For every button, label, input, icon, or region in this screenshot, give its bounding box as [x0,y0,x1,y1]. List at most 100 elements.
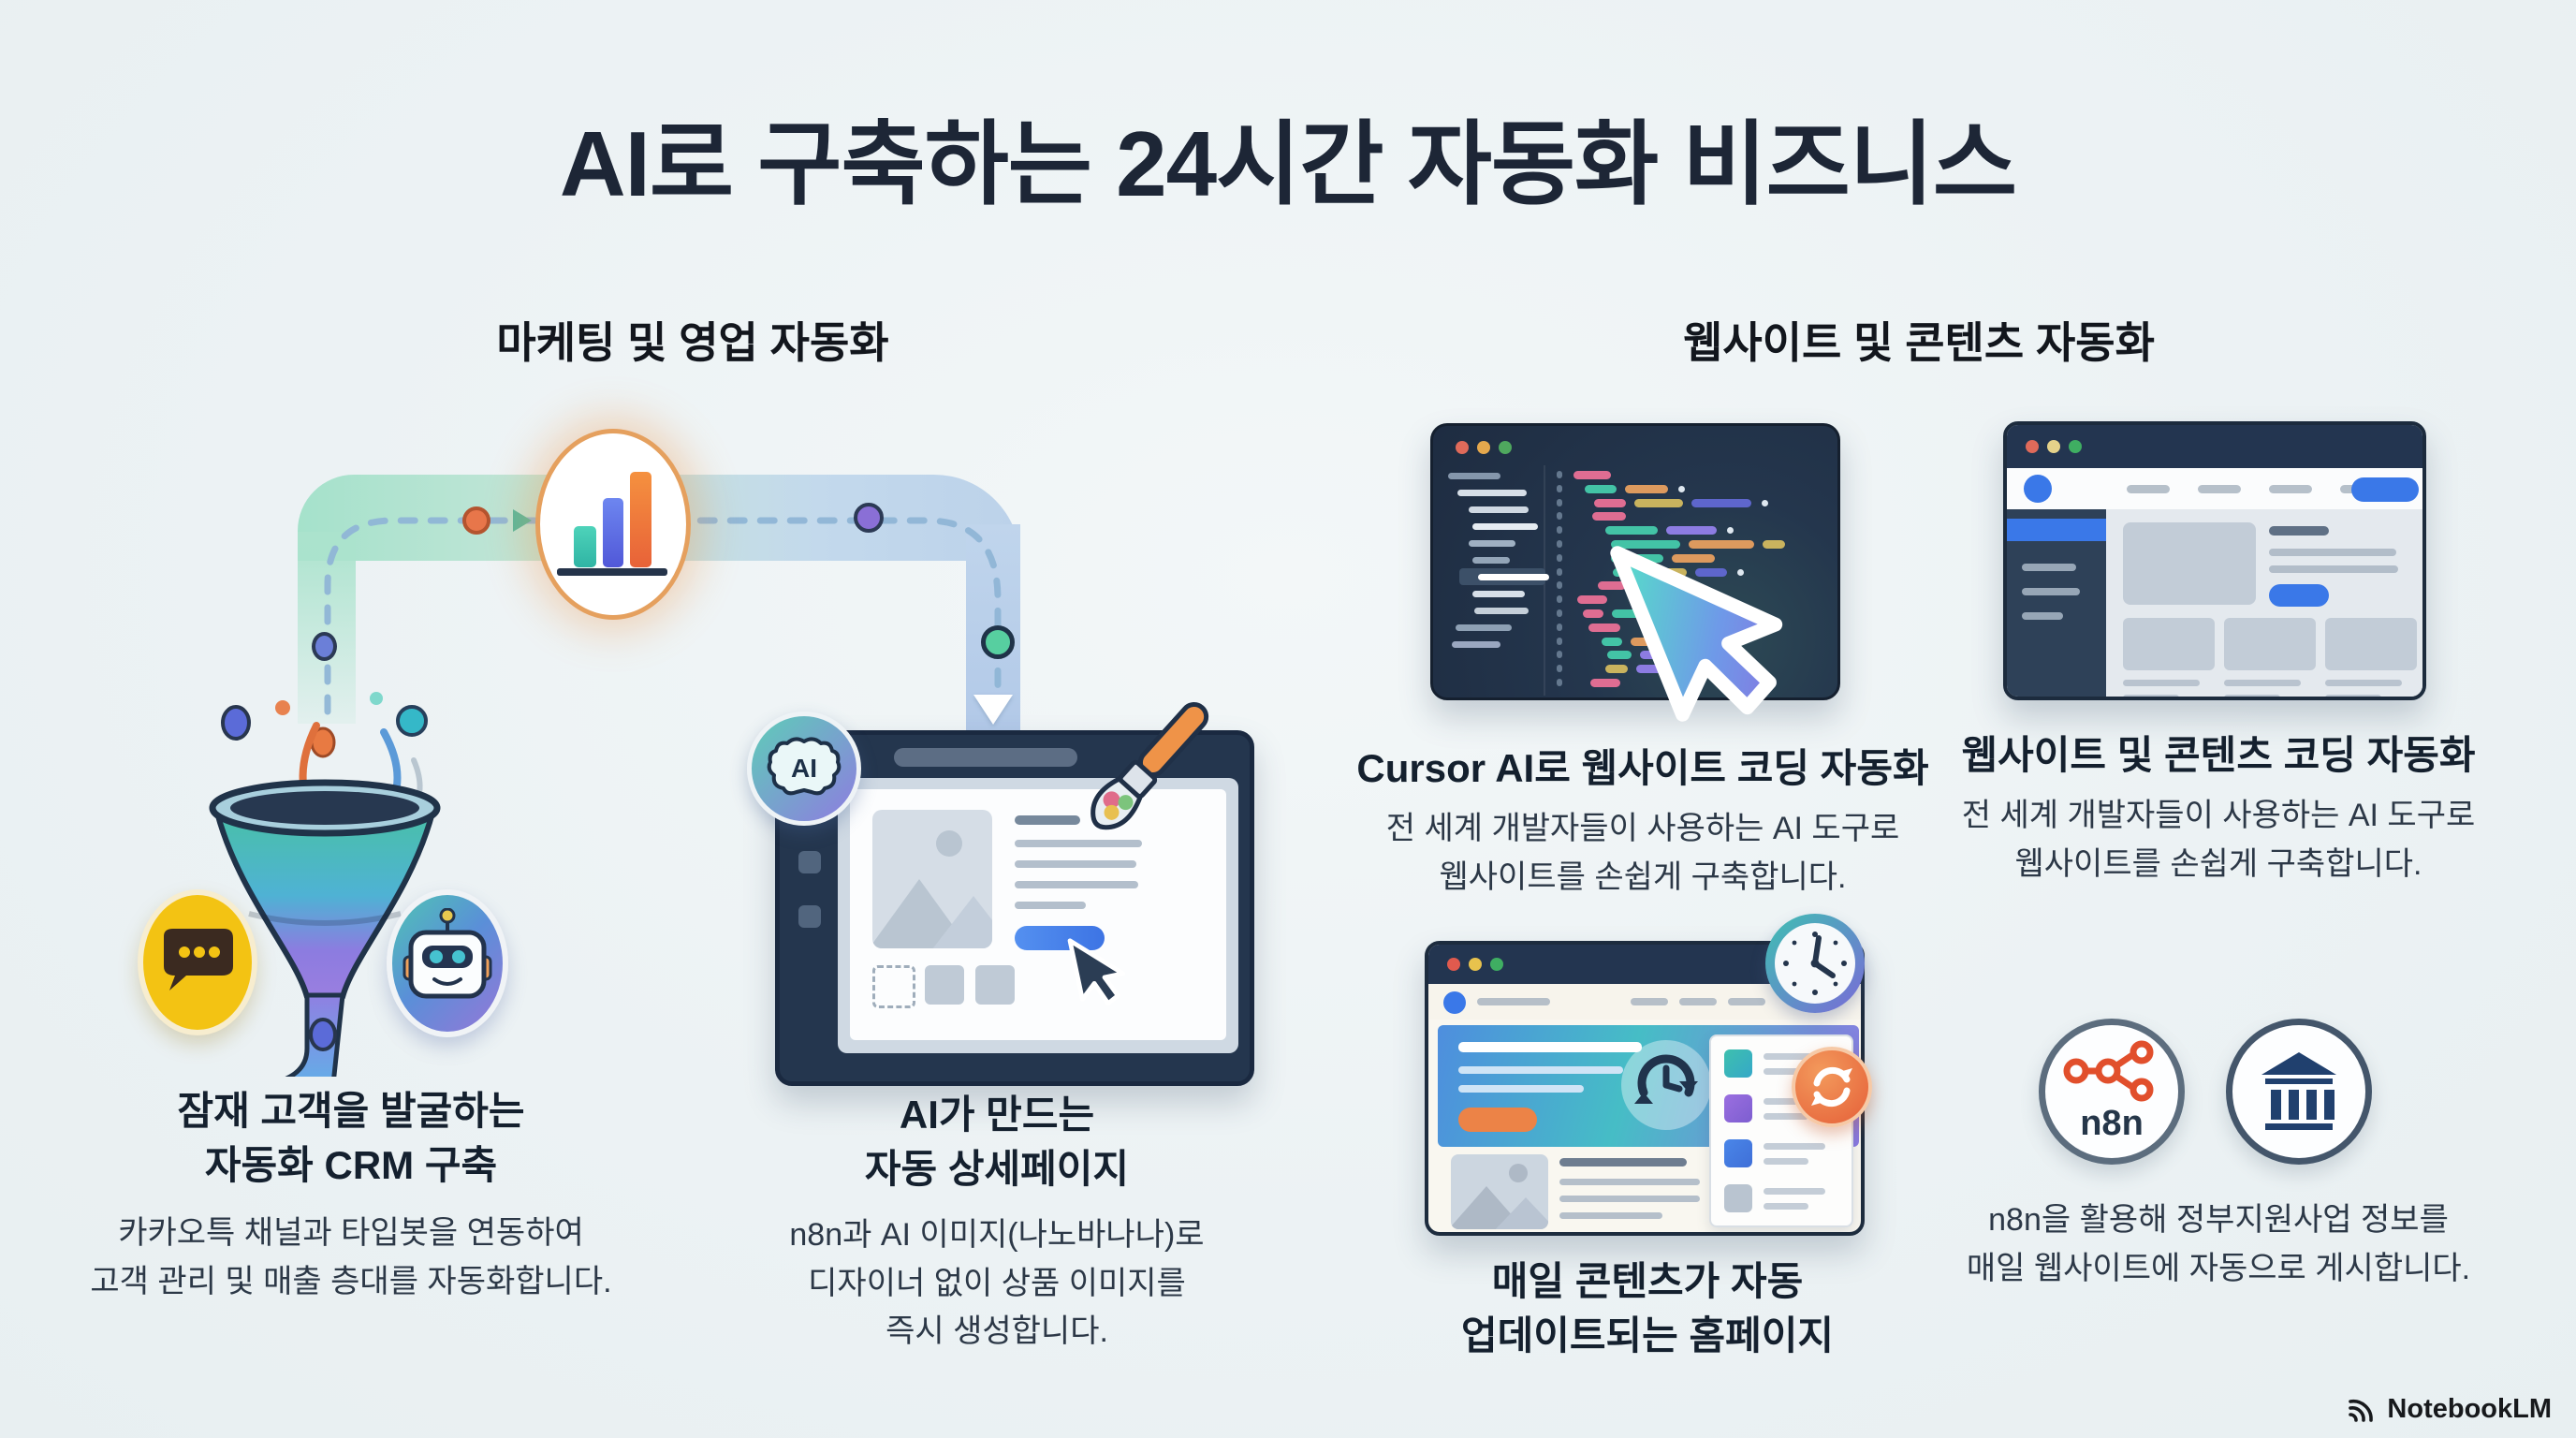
window-controls[interactable] [2026,440,2090,458]
flow-play-arrow-icon [513,509,532,532]
list-item-icon [1724,1094,1752,1123]
code-dot [1762,499,1768,506]
code-sidebar-lines [1433,426,1843,703]
cta-button-placeholder[interactable] [1015,926,1105,950]
file-tree-item[interactable] [1474,608,1529,614]
crm-title-line2: 자동화 CRM 구축 [204,1142,498,1187]
website-card-text: 웹사이트 및 콘텐츠 코딩 자동화 전 세계 개발자들이 사용하는 AI 도구로… [1919,728,2518,888]
line-number [1557,595,1562,604]
sidebar-item[interactable] [2022,588,2080,595]
cursor-card-text: Cursor AI로 웹사이트 코딩 자동화 전 세계 개발자들이 사용하는 A… [1348,741,1938,902]
file-tree-item[interactable] [1457,490,1527,496]
file-tree-item[interactable] [1456,624,1512,631]
code-token [1607,651,1632,660]
card-placeholder [2123,618,2215,670]
file-tree-item[interactable] [1472,557,1510,564]
file-tree-item[interactable] [1448,473,1500,479]
header-cta-button[interactable] [2351,477,2419,502]
robot-badge [387,889,508,1037]
section-header-marketing: 마케팅 및 영업 자동화 [496,318,889,367]
ai-brain-badge: AI [747,712,861,826]
card-placeholder [2224,618,2316,670]
code-token [1634,498,1683,507]
hero-cta-button[interactable] [1458,1108,1537,1132]
website-card-desc2: 웹사이트를 손쉽게 구축합니다. [2014,845,2422,882]
hero-cta-button[interactable] [2269,584,2329,607]
window-controls[interactable] [1456,441,1520,459]
daily-title-line1: 매일 콘텐츠가 자동 [1491,1259,1804,1303]
nav-link-placeholder[interactable] [2269,485,2312,493]
line-number [1557,609,1562,617]
detail-desc-line2: 디자이너 없이 상품 이미지를 [808,1265,1186,1301]
close-icon [1456,441,1469,454]
detail-title-line2: 자동 상세페이지 [864,1146,1130,1191]
chart-baseline [557,568,667,576]
detail-title-line1: AI가 만드는 [899,1093,1095,1137]
list-item-icon [1724,1049,1752,1078]
brand-logo: NotebookLM [2344,1394,2552,1425]
code-token [1588,623,1620,632]
list-item-icon [1724,1139,1752,1167]
nav-link-placeholder[interactable] [2127,485,2170,493]
minimize-icon [1469,958,1482,971]
maximize-icon [1490,958,1503,971]
code-token [1625,484,1668,493]
refresh-badge [1792,1047,1872,1127]
close-icon [2026,440,2039,453]
tablet-page [850,789,1226,1040]
tablet-sidebar-item[interactable] [798,905,821,928]
code-dot [1678,485,1685,492]
chart-bar-teal [574,526,596,567]
file-tree-item[interactable] [1469,540,1515,547]
thumb-placeholder [975,965,1015,1005]
line-number [1557,498,1562,506]
code-token [1611,540,1680,549]
bar-chart-node [535,429,691,620]
line-number [1557,637,1562,645]
file-tree-item[interactable] [1478,574,1549,580]
nav-link-placeholder[interactable] [1728,998,1765,1005]
code-token [1577,595,1607,605]
n8n-node-icon [2063,1040,2154,1101]
line-number [1557,665,1562,673]
maximize-icon [2069,440,2082,453]
robot-icon [402,908,492,999]
website-card-title: 웹사이트 및 콘텐츠 코딩 자동화 [1961,733,2476,777]
sidebar-item[interactable] [2022,612,2063,620]
ai-brain-icon: AI [767,737,842,796]
nav-link-placeholder[interactable] [2198,485,2241,493]
code-dot [1727,527,1734,535]
hero-placeholder [2123,522,2256,605]
detail-card-text: AI가 만드는 자동 상세페이지 n8n과 AI 이미지(나노바나나)로 디자이… [730,1088,1264,1357]
site-logo-icon[interactable] [2024,475,2052,503]
code-token [1605,665,1628,674]
code-token [1695,567,1727,577]
auto-update-clock-icon [1634,1054,1698,1104]
site-logo-icon[interactable] [1443,991,1466,1014]
daily-title-line2: 업데이트되는 홈페이지 [1460,1313,1835,1357]
cursor-card-title: Cursor AI로 웹사이트 코딩 자동화 [1356,746,1929,790]
file-tree-item[interactable] [1452,641,1500,648]
code-token [1689,540,1754,549]
brand-name: NotebookLM [2387,1394,2552,1424]
file-tree-item[interactable] [1472,523,1538,530]
file-tree-item[interactable] [1472,591,1525,597]
nav-link-placeholder[interactable] [1679,998,1717,1005]
line-number [1557,471,1562,478]
code-token [1583,609,1603,618]
tablet-sidebar-item[interactable] [798,851,821,873]
nav-link-placeholder[interactable] [1631,998,1668,1005]
file-tree-item[interactable] [1469,506,1529,513]
mouse-cursor-icon [1067,938,1125,1006]
line-number [1557,567,1562,576]
window-controls[interactable] [1447,958,1512,976]
line-number [1557,651,1562,659]
sidebar-item-active[interactable] [2007,519,2106,541]
line-number [1557,553,1562,562]
line-number [1557,526,1562,535]
image-placeholder-icon [1451,1154,1548,1229]
code-token [1672,553,1715,563]
sidebar-item[interactable] [2022,564,2076,571]
crm-desc-line1: 카카오특 채널과 타입봇을 연동하여 [118,1214,584,1251]
crm-desc-line2: 고객 관리 및 매출 층대를 자동화합니다. [90,1263,612,1299]
